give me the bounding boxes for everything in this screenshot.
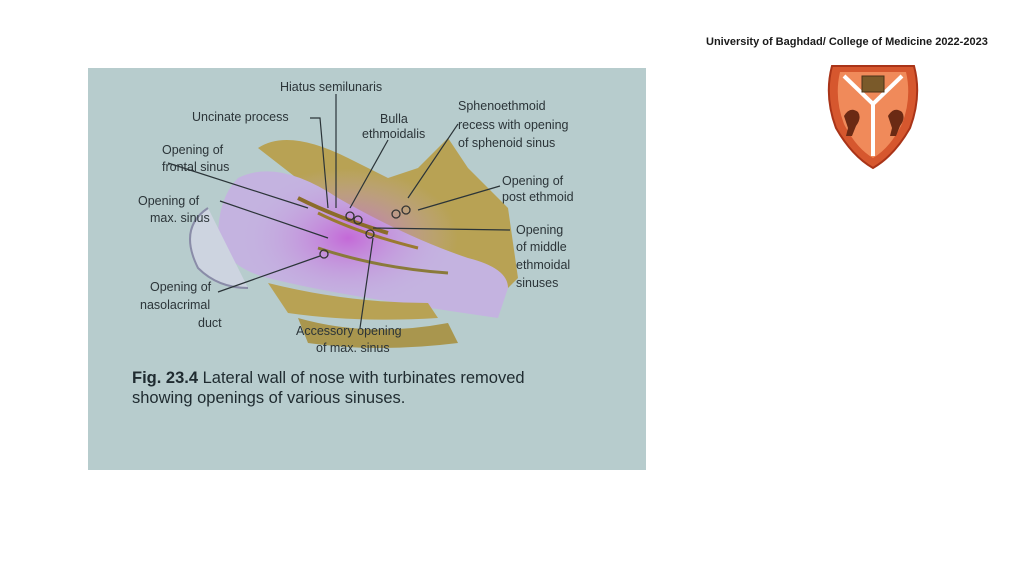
lateral-nasal-wall-diagram <box>167 94 518 348</box>
label-middle-ethmoidal-line1: Opening <box>516 223 564 237</box>
label-uncinate-process: Uncinate process <box>192 110 289 124</box>
label-middle-ethmoidal-line3: ethmoidal <box>516 258 571 272</box>
figure-caption: Fig. 23.4 Lateral wall of nose with turb… <box>132 368 632 408</box>
label-nasolacrimal-line3: duct <box>198 316 222 330</box>
label-accessory-line2: of max. sinus <box>316 341 390 355</box>
logo-lion-left-icon <box>844 109 860 136</box>
label-middle-ethmoidal-line2: of middle <box>516 240 567 254</box>
label-bulla-line2: ethmoidalis <box>362 127 426 141</box>
hard-palate-bone <box>268 283 438 320</box>
label-nasolacrimal-line2: nasolacrimal <box>140 298 211 312</box>
label-post-ethmoid-line1: Opening of <box>502 174 564 188</box>
label-sphenoethmoid-line3: of sphenoid sinus <box>458 136 556 150</box>
label-nasolacrimal-line1: Opening of <box>150 280 212 294</box>
institution-header: University of Baghdad/ College of Medici… <box>706 36 988 48</box>
caption-text-line2: showing openings of various sinuses. <box>132 389 406 407</box>
label-accessory-line1: Accessory opening <box>296 324 402 338</box>
anatomy-figure-photo: Hiatus semilunaris Uncinate process Bull… <box>88 68 646 470</box>
label-max-sinus-line2: max. sinus <box>150 211 210 225</box>
label-middle-ethmoidal-line4: sinuses <box>516 276 559 290</box>
label-frontal-line1: Opening of <box>162 143 224 157</box>
logo-book-icon <box>861 75 885 93</box>
label-sphenoethmoid-line2: recess with opening <box>458 118 569 132</box>
label-sphenoethmoid-line1: Sphenoethmoid <box>458 99 546 113</box>
label-post-ethmoid-line2: post ethmoid <box>502 190 574 204</box>
caption-line1: Fig. 23.4 Lateral wall of nose with turb… <box>132 368 632 388</box>
caption-text-line1: Lateral wall of nose with turbinates rem… <box>202 369 525 387</box>
caption-figure-number: Fig. 23.4 <box>132 369 199 387</box>
palate-lower-bone <box>298 318 458 348</box>
logo-lion-right-icon <box>888 109 904 136</box>
label-bulla-line1: Bulla <box>380 112 408 126</box>
label-max-sinus-line1: Opening of <box>138 194 200 208</box>
label-hiatus-semilunaris: Hiatus semilunaris <box>280 80 383 94</box>
label-frontal-line2: frontal sinus <box>162 160 230 174</box>
university-logo <box>827 65 919 170</box>
external-nose <box>189 207 249 289</box>
